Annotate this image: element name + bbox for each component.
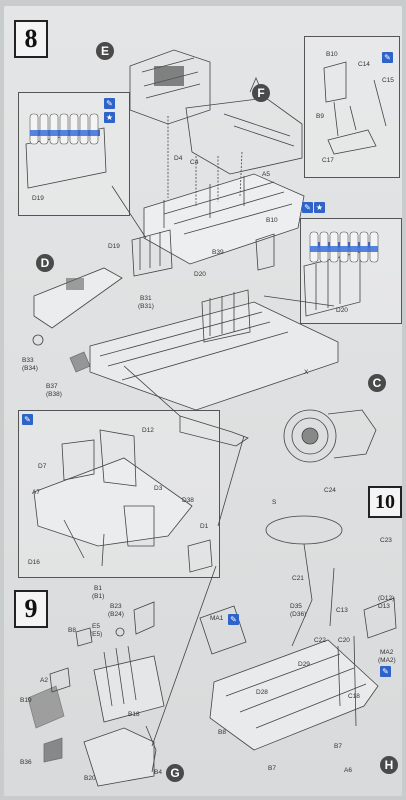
callout-f: F <box>252 84 270 102</box>
label-b24: (B24) <box>108 611 124 618</box>
step-10-box: 10 <box>368 486 402 518</box>
paint-brush-icon: ✎ <box>302 202 313 213</box>
paint-brush-icon: ✎ <box>104 98 115 109</box>
label-x: X <box>304 369 309 376</box>
label-c14: C14 <box>358 61 370 68</box>
label-a7: A7 <box>32 489 40 496</box>
label-c15: C15 <box>382 77 394 84</box>
label-d29: D29 <box>298 661 310 668</box>
label-d3: D3 <box>154 485 163 492</box>
label-c21: C21 <box>292 575 304 582</box>
label-b7-lower: B7 <box>268 765 276 772</box>
callout-g: G <box>166 764 184 782</box>
callout-e: E <box>96 42 114 60</box>
paint-brush-icon: ✎ <box>382 52 393 63</box>
platform-a5-shape <box>143 173 305 265</box>
label-ma2-alt: (MA2) <box>378 657 396 664</box>
label-c23: C23 <box>380 537 392 544</box>
step-9-box: 9 <box>14 590 48 628</box>
label-b1-alt: (B1) <box>92 593 105 600</box>
star-icon: ★ <box>104 112 115 123</box>
paint-brush-icon: ✎ <box>380 666 391 677</box>
label-a6: A6 <box>344 767 352 774</box>
label-b37: B37 <box>46 383 58 390</box>
label-b20: B20 <box>84 775 96 782</box>
label-b34: (B34) <box>22 365 38 372</box>
label-a5: A5 <box>262 171 270 178</box>
label-d1: D1 <box>200 523 209 530</box>
label-b1: B1 <box>94 585 102 592</box>
label-b7: B7 <box>334 743 342 750</box>
label-d20: D20 <box>194 271 206 278</box>
label-d13: D13 <box>378 603 390 610</box>
label-b36: B36 <box>20 759 32 766</box>
label-b4: B4 <box>154 769 162 776</box>
step-8-box: 8 <box>14 20 48 58</box>
label-b18: B18 <box>128 711 140 718</box>
label-s: S <box>272 499 277 506</box>
label-d16: D16 <box>28 559 40 566</box>
label-b19: B19 <box>20 697 32 704</box>
label-a2: A2 <box>40 677 48 684</box>
label-d12-alt: (D12) <box>378 595 395 602</box>
label-c24: C24 <box>324 487 336 494</box>
label-d12: D12 <box>142 427 154 434</box>
callout-c: C <box>368 374 386 392</box>
label-e5: E5 <box>92 623 100 630</box>
label-ma1: MA1 <box>210 615 224 622</box>
label-c17: C17 <box>322 157 334 164</box>
label-b10: B10 <box>266 217 278 224</box>
side-panel-d-shape <box>33 267 123 329</box>
label-d7: D7 <box>38 463 47 470</box>
label-d4: D4 <box>174 155 183 162</box>
label-c22: C22 <box>314 637 326 644</box>
label-b23: B23 <box>110 603 122 610</box>
label-b38: (B38) <box>46 391 62 398</box>
label-c20: C20 <box>338 637 350 644</box>
callout-h: H <box>380 756 398 774</box>
label-d38: D38 <box>182 497 194 504</box>
label-b31-alt: (B31) <box>138 303 154 310</box>
paint-brush-icon: ✎ <box>228 614 239 625</box>
label-d20-inset: D20 <box>336 307 348 314</box>
label-d35: D35 <box>290 603 302 610</box>
part-f-shape <box>185 97 303 175</box>
label-ma2: MA2 <box>380 649 394 656</box>
label-b39: B39 <box>212 249 224 256</box>
label-b8: B8 <box>68 627 76 634</box>
label-e5-alt: (E5) <box>90 631 103 638</box>
label-d19: D19 <box>108 243 120 250</box>
label-d19-top: D19 <box>32 195 44 202</box>
instruction-sheet: 8 9 10 <box>4 6 402 796</box>
paint-brush-icon: ✎ <box>22 414 33 425</box>
cable-s-shape <box>265 515 343 545</box>
label-b31: B31 <box>140 295 152 302</box>
label-c4: C4 <box>190 159 199 166</box>
label-b33: B33 <box>22 357 34 364</box>
assembly-drawing <box>25 49 397 787</box>
label-d28: D28 <box>256 689 268 696</box>
label-d36: (D36) <box>290 611 307 618</box>
label-b9: B9 <box>316 113 324 120</box>
star-icon: ★ <box>314 202 325 213</box>
part-e-shape <box>129 49 211 125</box>
chassis-frame-shape <box>89 301 339 411</box>
label-c13: C13 <box>336 607 348 614</box>
label-b10-top: B10 <box>326 51 338 58</box>
label-b8-right: B8 <box>218 729 226 736</box>
callout-d: D <box>36 254 54 272</box>
label-c18: C18 <box>348 693 360 700</box>
